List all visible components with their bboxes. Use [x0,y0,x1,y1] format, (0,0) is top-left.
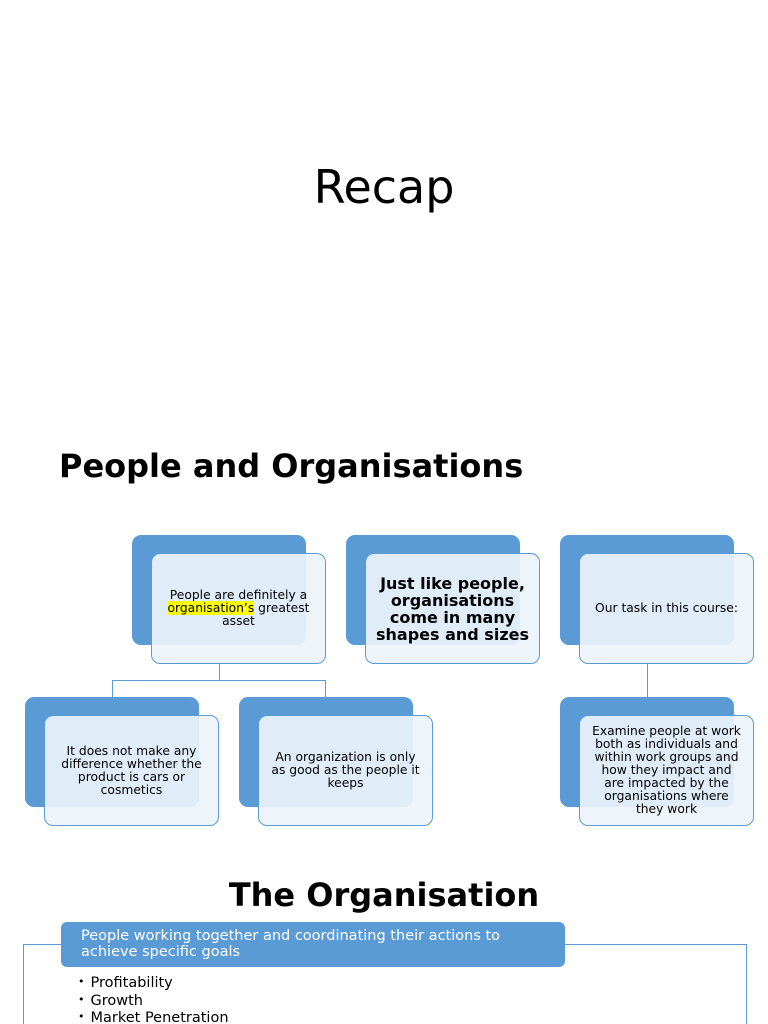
connector-line [112,680,326,681]
card-front: Examine people at work both as individua… [579,715,754,826]
connector-line [112,680,113,697]
slide-title: Recap [313,160,455,214]
card-text-part: greatest asset [222,601,310,628]
list-item: Market Penetration [78,1010,229,1024]
section-title-people-and-organisations: People and Organisations [59,447,524,485]
card-text: An organization is only as good as the p… [271,750,420,790]
card-front: Our task in this course: [579,553,754,664]
connector-line [647,663,648,697]
card-text: It does not make any difference whether … [61,743,202,797]
connector-line [219,663,220,680]
card-front: Just like people, organisations come in … [365,553,540,664]
organisation-definition: People working together and coordinating… [61,922,565,967]
card-text-part: People are definitely a [169,588,308,602]
goals-list: Profitability Growth Market Penetration [78,975,229,1024]
card-text: Just like people, organisations come in … [375,573,529,644]
list-item: Growth [78,993,229,1011]
section-title-the-organisation: The Organisation [228,876,540,914]
list-item: Profitability [78,975,229,993]
card-text: Examine people at work both as individua… [592,724,741,816]
connector-line [325,680,326,697]
card-front: An organization is only as good as the p… [258,715,433,826]
card-text: Our task in this course: [595,601,738,615]
card-front: It does not make any difference whether … [44,715,219,826]
highlighted-word: organisation’s [167,601,255,615]
